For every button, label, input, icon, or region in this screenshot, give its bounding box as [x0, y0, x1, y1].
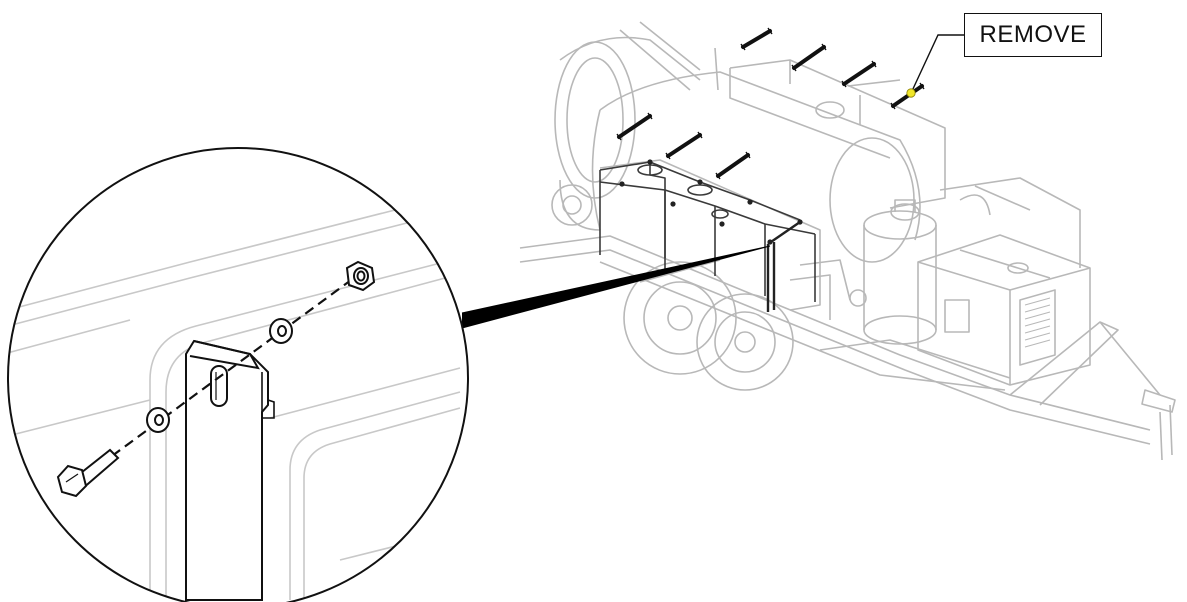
highlight-dot — [906, 88, 916, 98]
strap-icon — [741, 29, 772, 49]
bolt-icon — [56, 448, 120, 498]
strap-fastener-dots — [619, 159, 803, 245]
remove-callout: REMOVE — [964, 13, 1102, 57]
removed-straps — [617, 29, 924, 178]
strap-icon — [617, 114, 652, 139]
strap-icon — [716, 153, 750, 178]
nut-icon — [345, 260, 376, 292]
washer-icon — [269, 318, 293, 344]
washer-icon — [146, 407, 170, 433]
detail-view — [8, 148, 468, 602]
strap-icon — [891, 84, 924, 108]
callout-label: REMOVE — [979, 21, 1087, 48]
strap-end-caps — [616, 27, 925, 180]
detail-circle-outline — [7, 147, 469, 602]
strap-icon — [666, 133, 702, 158]
callout-leader — [906, 34, 964, 98]
strap-icon — [792, 45, 826, 70]
trailer-illustration — [519, 21, 1176, 461]
installed-straps — [766, 221, 801, 312]
strap-detail — [185, 339, 275, 601]
strap-icon — [842, 62, 876, 86]
